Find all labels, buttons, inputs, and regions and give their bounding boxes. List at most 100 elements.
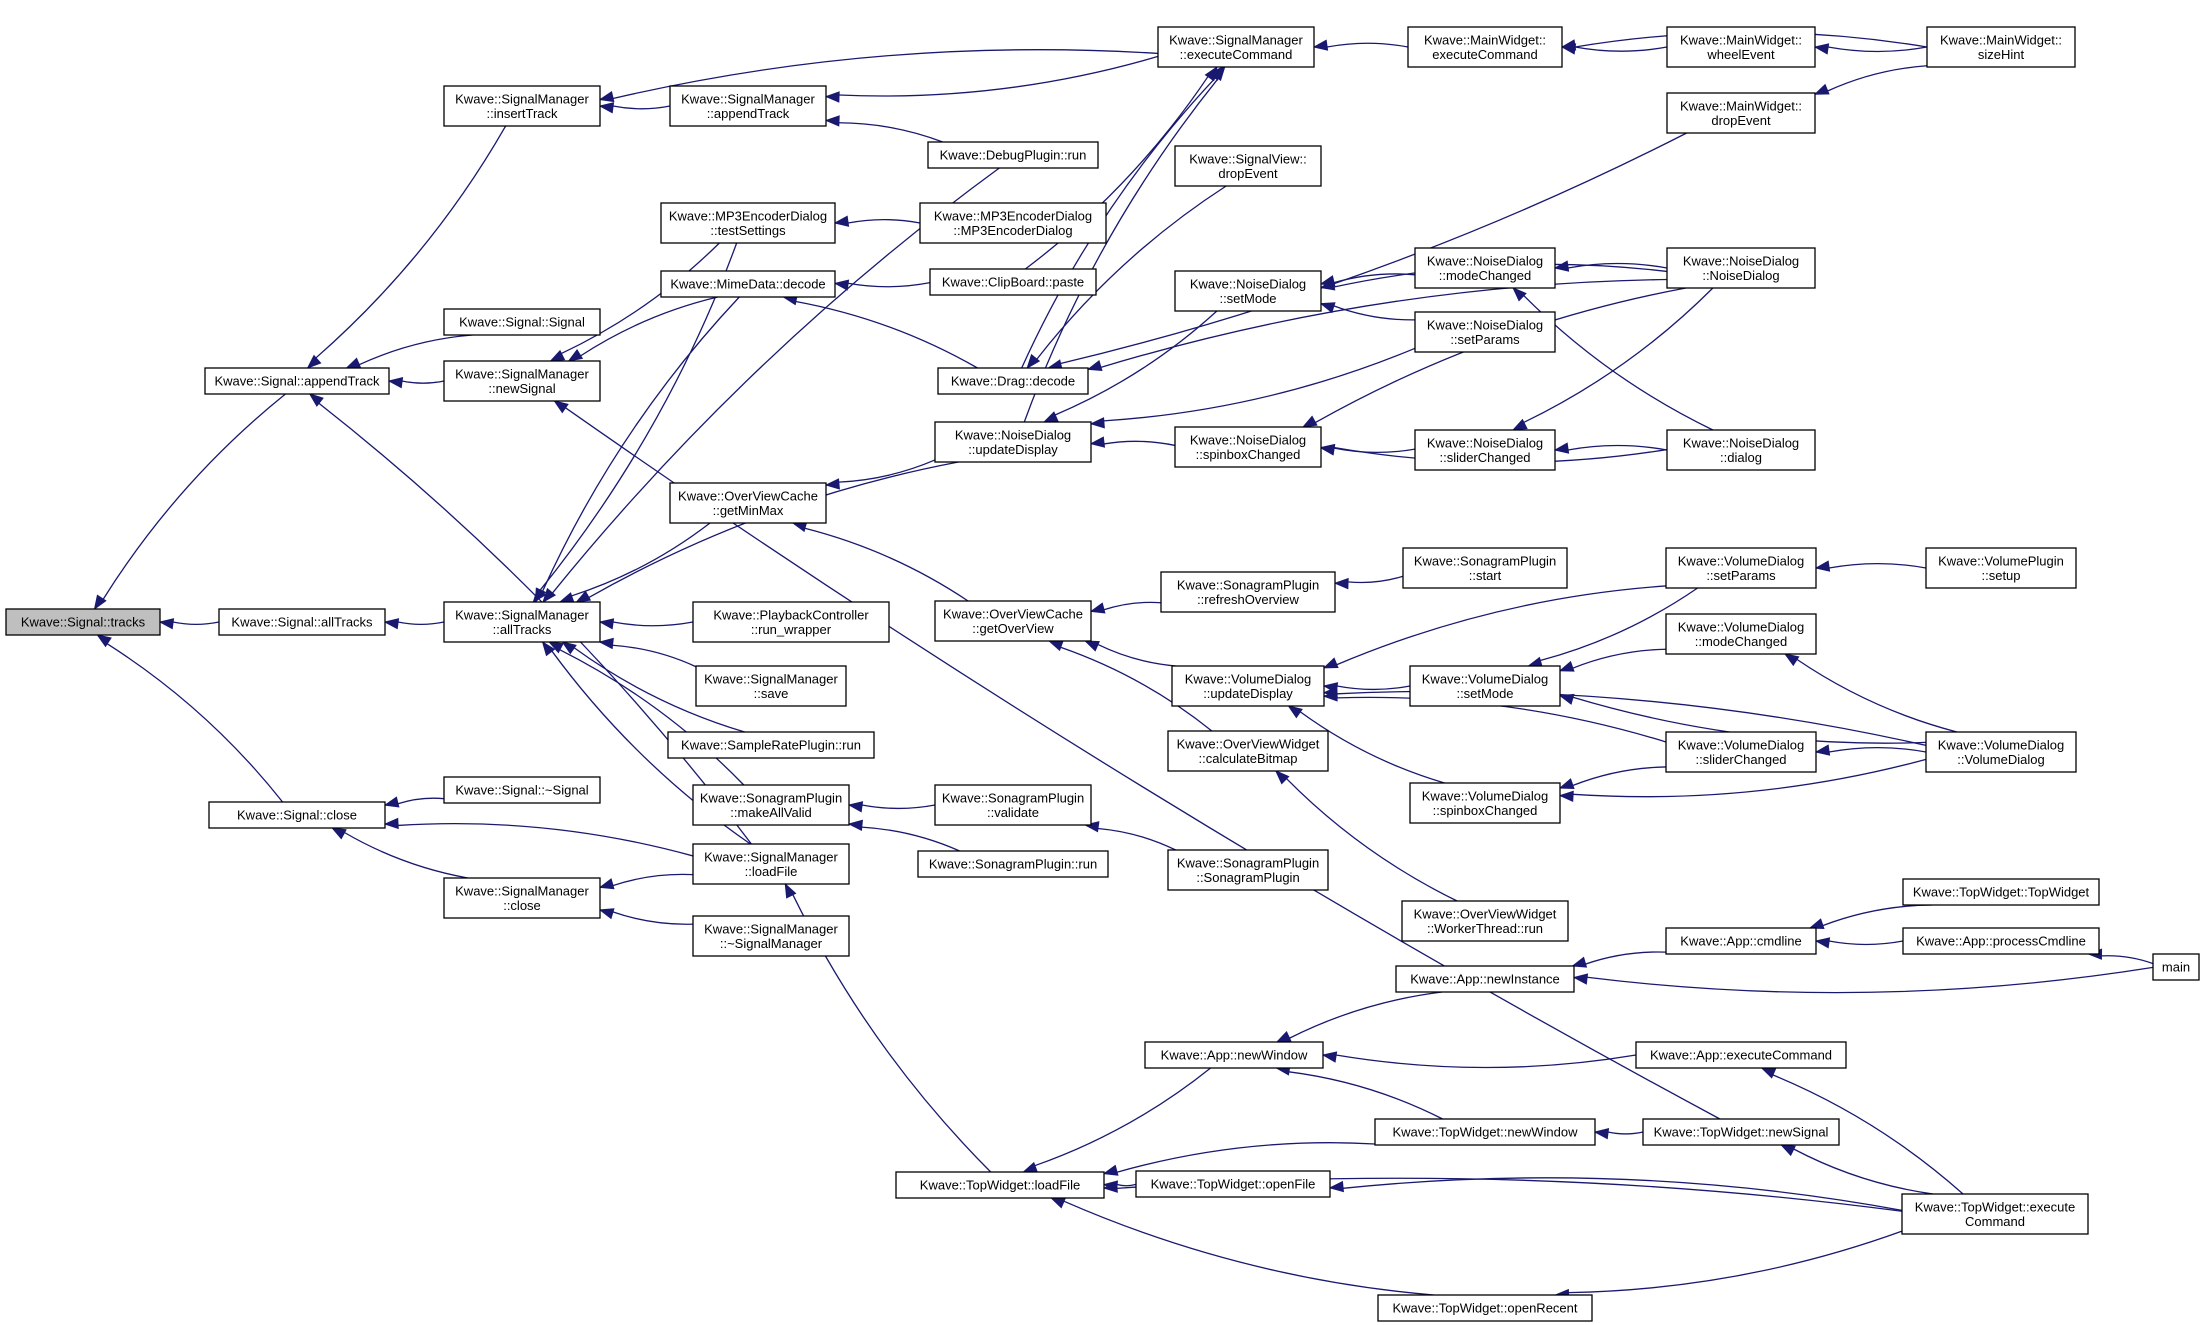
edge-mimeDecode-to-smNewSignal — [567, 296, 718, 362]
edge-line — [344, 831, 468, 879]
edge-arrowhead — [96, 634, 112, 648]
node-smAppendTrack[interactable]: Kwave::SignalManager::appendTrack — [669, 85, 827, 127]
node-ovwWorkerRun[interactable]: Kwave::OverViewWidget::WorkerThread::run — [1401, 900, 1569, 942]
node-ndModeChanged[interactable]: Kwave::NoiseDialog::modeChanged — [1414, 247, 1556, 289]
node-appNewWindow[interactable]: Kwave::App::newWindow — [1144, 1041, 1324, 1069]
node-vdUpdateDisplay[interactable]: Kwave::VolumeDialog::updateDisplay — [1171, 665, 1325, 707]
node-spgRefresh[interactable]: Kwave::SonagramPlugin::refreshOverview — [1160, 571, 1336, 613]
edge-arrowhead — [1102, 1164, 1119, 1176]
node-appExecCmd[interactable]: Kwave::App::executeCommand — [1635, 1041, 1847, 1069]
node-vpSetup[interactable]: Kwave::VolumePlugin::setup — [1925, 547, 2077, 589]
node-ndSpinbox[interactable]: Kwave::NoiseDialog::spinboxChanged — [1174, 426, 1322, 468]
edge-line — [1289, 991, 1443, 1039]
node-twExecCmd[interactable]: Kwave::TopWidget::executeCommand — [1901, 1193, 2089, 1235]
node-vdSlider[interactable]: Kwave::VolumeDialog::sliderChanged — [1665, 731, 1817, 773]
node-ovcGetMinMax[interactable]: Kwave::OverViewCache::getMinMax — [669, 482, 827, 524]
node-label: Kwave::VolumeDialog — [1678, 619, 1804, 634]
node-vdCtor[interactable]: Kwave::VolumeDialog::VolumeDialog — [1925, 731, 2077, 773]
node-vdSpinbox[interactable]: Kwave::VolumeDialog::spinboxChanged — [1409, 782, 1561, 824]
edge-line — [1103, 601, 1162, 611]
node-mwExecCmd[interactable]: Kwave::MainWidget::executeCommand — [1407, 26, 1563, 68]
node-main[interactable]: main — [2152, 953, 2200, 981]
node-tracks[interactable]: Kwave::Signal::tracks — [5, 608, 161, 636]
edge-line — [795, 300, 978, 369]
edge-line — [612, 621, 694, 627]
node-debugRun[interactable]: Kwave::DebugPlugin::run — [927, 141, 1099, 169]
node-twOpenFile[interactable]: Kwave::TopWidget::openFile — [1135, 1170, 1331, 1198]
edge-arrowhead — [93, 594, 107, 611]
node-ndSlider[interactable]: Kwave::NoiseDialog::sliderChanged — [1414, 429, 1556, 471]
node-closeSig[interactable]: Kwave::Signal::close — [208, 801, 386, 829]
node-pcRunWrapper[interactable]: Kwave::PlaybackController::run_wrapper — [692, 601, 890, 643]
node-ovcGetOverView[interactable]: Kwave::OverViewCache::getOverView — [934, 600, 1092, 642]
node-smAllTracks[interactable]: Kwave::SignalManager::allTracks — [443, 601, 601, 643]
edge-smLoadFile-to-closeSig — [383, 817, 694, 857]
node-appendTrack[interactable]: Kwave::Signal::appendTrack — [204, 367, 390, 395]
node-dragDecode[interactable]: Kwave::Drag::decode — [937, 367, 1089, 395]
node-label: ::close — [503, 898, 541, 913]
node-ndUpdateDisplay[interactable]: Kwave::NoiseDialog::updateDisplay — [934, 421, 1092, 463]
node-mp3Ctor[interactable]: Kwave::MP3EncoderDialog::MP3EncoderDialo… — [919, 202, 1107, 244]
node-allTracksSig[interactable]: Kwave::Signal::allTracks — [218, 608, 386, 636]
node-box — [1925, 731, 2077, 773]
node-ndDialog[interactable]: Kwave::NoiseDialog::dialog — [1666, 429, 1816, 471]
edge-appNewInstance-to-appNewWindow — [1275, 991, 1443, 1043]
node-box — [1666, 26, 1816, 68]
node-smSave[interactable]: Kwave::SignalManager::save — [695, 665, 847, 707]
node-vdSetMode[interactable]: Kwave::VolumeDialog::setMode — [1409, 665, 1561, 707]
node-mimeDecode[interactable]: Kwave::MimeData::decode — [660, 270, 836, 298]
node-sigSignal[interactable]: Kwave::Signal::Signal — [443, 308, 601, 336]
edge-allTracksSig-to-tracks — [158, 618, 220, 630]
node-label: ::appendTrack — [707, 106, 790, 121]
node-tlLoadFile[interactable]: Kwave::TopWidget::loadFile — [895, 1171, 1105, 1199]
edge-line — [1572, 758, 1927, 798]
node-twCtor[interactable]: Kwave::TopWidget::TopWidget — [1902, 878, 2100, 906]
node-ndSetMode[interactable]: Kwave::NoiseDialog::setMode — [1174, 270, 1322, 312]
node-vdSetParams[interactable]: Kwave::VolumeDialog::setParams — [1665, 547, 1817, 589]
node-smDtor[interactable]: Kwave::SignalManager::~SignalManager — [692, 915, 850, 957]
node-spValidate[interactable]: Kwave::SonagramPlugin::validate — [934, 784, 1092, 826]
node-mwDrop[interactable]: Kwave::MainWidget::dropEvent — [1666, 92, 1816, 134]
node-smInsertTrack[interactable]: Kwave::SignalManager::insertTrack — [443, 85, 601, 127]
node-ndCtor[interactable]: Kwave::NoiseDialog::NoiseDialog — [1666, 247, 1816, 289]
node-box — [692, 915, 850, 957]
edge-arrowhead — [1322, 657, 1339, 669]
node-label: ::testSettings — [710, 223, 786, 238]
node-spMakeAllValid[interactable]: Kwave::SonagramPlugin::makeAllValid — [692, 784, 850, 826]
node-twOpenRecent[interactable]: Kwave::TopWidget::openRecent — [1377, 1294, 1593, 1322]
node-spgCtor[interactable]: Kwave::SonagramPlugin::SonagramPlugin — [1167, 849, 1329, 891]
node-smNewSignal[interactable]: Kwave::SignalManager::newSignal — [443, 360, 601, 402]
node-spgStart[interactable]: Kwave::SonagramPlugin::start — [1402, 547, 1568, 589]
edge-line — [1586, 966, 2154, 994]
node-label: ::spinboxChanged — [1433, 803, 1538, 818]
edge-mimeDecode-to-smAllTracks — [534, 296, 740, 604]
node-ndSetParams[interactable]: Kwave::NoiseDialog::setParams — [1414, 311, 1556, 353]
node-twNewSignal[interactable]: Kwave::TopWidget::newSignal — [1642, 1118, 1840, 1146]
node-label: executeCommand — [1432, 47, 1538, 62]
node-mwSizeHint[interactable]: Kwave::MainWidget::sizeHint — [1926, 26, 2076, 68]
edge-arrowhead — [1275, 1031, 1292, 1043]
node-appProcessCmdline[interactable]: Kwave::App::processCmdline — [1902, 927, 2100, 955]
edge-arrowhead — [1512, 287, 1527, 302]
edge-line — [1097, 643, 1176, 667]
node-label: ::VolumeDialog — [1957, 752, 2044, 767]
edge-line — [1523, 287, 1714, 424]
node-smExecCmd[interactable]: Kwave::SignalManager::executeCommand — [1157, 26, 1315, 68]
node-twNewWindow[interactable]: Kwave::TopWidget::newWindow — [1374, 1118, 1596, 1146]
node-sigDtor[interactable]: Kwave::Signal::~Signal — [443, 776, 601, 804]
node-srpRun[interactable]: Kwave::SampleRatePlugin::run — [667, 731, 875, 759]
node-vdModeChanged[interactable]: Kwave::VolumeDialog::modeChanged — [1665, 613, 1817, 655]
node-cbPaste[interactable]: Kwave::ClipBoard::paste — [929, 268, 1097, 296]
node-svDropEvent[interactable]: Kwave::SignalView::dropEvent — [1174, 145, 1322, 187]
edge-smLoadFile-to-smClose — [598, 873, 694, 890]
edge-line — [397, 823, 694, 857]
node-mwWheel[interactable]: Kwave::MainWidget::wheelEvent — [1666, 26, 1816, 68]
node-appCmdline[interactable]: Kwave::App::cmdline — [1665, 927, 1817, 955]
node-appNewInstance[interactable]: Kwave::App::newInstance — [1395, 965, 1575, 993]
edge-line — [1567, 262, 1668, 269]
node-smClose[interactable]: Kwave::SignalManager::close — [443, 877, 601, 919]
node-mp3Test[interactable]: Kwave::MP3EncoderDialog::testSettings — [660, 202, 836, 244]
node-smLoadFile[interactable]: Kwave::SignalManager::loadFile — [692, 843, 850, 885]
node-ovwCalcBitmap[interactable]: Kwave::OverViewWidget::calculateBitmap — [1167, 730, 1329, 772]
node-spRun[interactable]: Kwave::SonagramPlugin::run — [917, 850, 1109, 878]
